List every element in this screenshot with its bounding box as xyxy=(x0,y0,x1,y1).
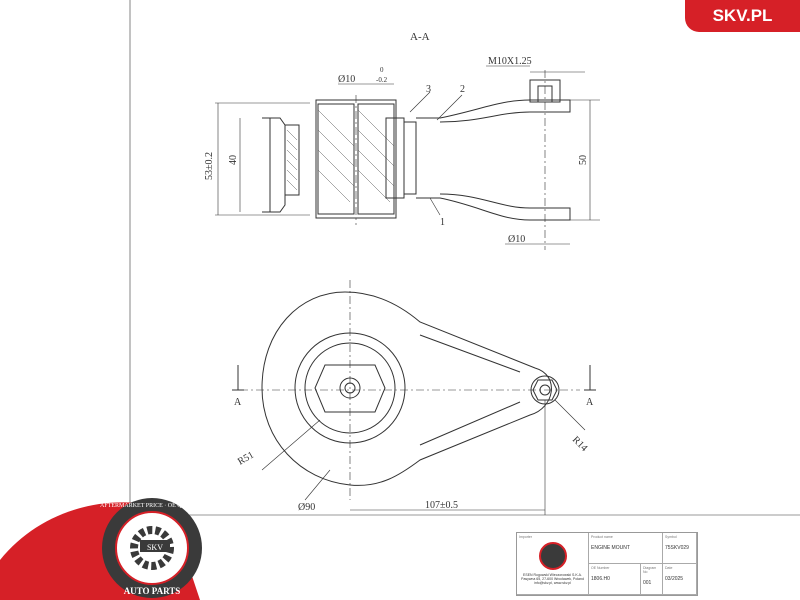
date-label: Date xyxy=(665,566,673,570)
tolerance-upper: 0 xyxy=(380,66,384,74)
tolerance-lower: -0.2 xyxy=(376,76,388,84)
inner-diameter-label: Ø10 xyxy=(338,74,355,85)
diagram-no-label: Diagram No xyxy=(643,566,657,574)
product-name: ENGINE MOUNT xyxy=(591,545,630,551)
plan-view xyxy=(232,280,596,515)
importer-cell: Importer ESEN Rogowski Wieczorowski S.K.… xyxy=(517,533,589,595)
section-view xyxy=(215,65,600,250)
date: 03/2025 xyxy=(665,576,684,582)
section-marker-right: A xyxy=(586,397,594,408)
radius-small-label: R14 xyxy=(570,434,590,454)
importer-label: Importer xyxy=(519,535,533,539)
skv-auto-parts-badge: AFTERMARKET PRICE · OE QUALITY SKV AUTO … xyxy=(0,498,205,600)
diagram-no: 001 xyxy=(643,580,652,586)
radius-large-label: R51 xyxy=(236,450,256,468)
thread-label: M10X1.25 xyxy=(488,56,532,67)
section-marker-left: A xyxy=(234,397,242,408)
part-2-label: 2 xyxy=(460,84,465,95)
date-cell: Date 03/2025 xyxy=(663,564,697,595)
importer-text: ESEN Rogowski Wieczorowski S.K.A. Pasywn… xyxy=(521,573,584,585)
bolt-diameter-label: Ø10 xyxy=(508,234,525,245)
diagram-no-cell: Diagram No 001 xyxy=(641,564,663,595)
badge-ring-text: AFTERMARKET PRICE · OE QUALITY xyxy=(100,503,205,509)
oe-number-label: OE Number xyxy=(591,566,610,570)
part-3-label: 3 xyxy=(426,84,431,95)
height-right-label: 50 xyxy=(578,155,589,165)
symbol-cell: Symbol 75SKV029 xyxy=(663,533,697,564)
symbol: 75SKV029 xyxy=(665,545,689,551)
title-block: Importer ESEN Rogowski Wieczorowski S.K.… xyxy=(516,532,698,596)
oe-number: 1806.H0 xyxy=(591,576,610,582)
symbol-label: Symbol xyxy=(665,535,677,539)
oe-number-cell: OE Number 1806.H0 xyxy=(589,564,641,595)
height-inner-label: 40 xyxy=(228,155,239,165)
diameter-label: Ø90 xyxy=(298,502,315,513)
height-outer-label: 53±0.2 xyxy=(204,152,215,180)
product-name-label: Product name xyxy=(591,535,613,539)
badge-center-text: SKV xyxy=(147,543,163,552)
part-1-label: 1 xyxy=(440,217,445,228)
center-distance-label: 107±0.5 xyxy=(425,500,458,511)
product-name-cell: Product name ENGINE MOUNT xyxy=(589,533,663,564)
badge-bottom-text: AUTO PARTS xyxy=(124,586,181,596)
section-title: A-A xyxy=(410,31,430,43)
skv-logo: SKV.PL xyxy=(685,0,800,32)
importer-logo xyxy=(538,542,567,570)
